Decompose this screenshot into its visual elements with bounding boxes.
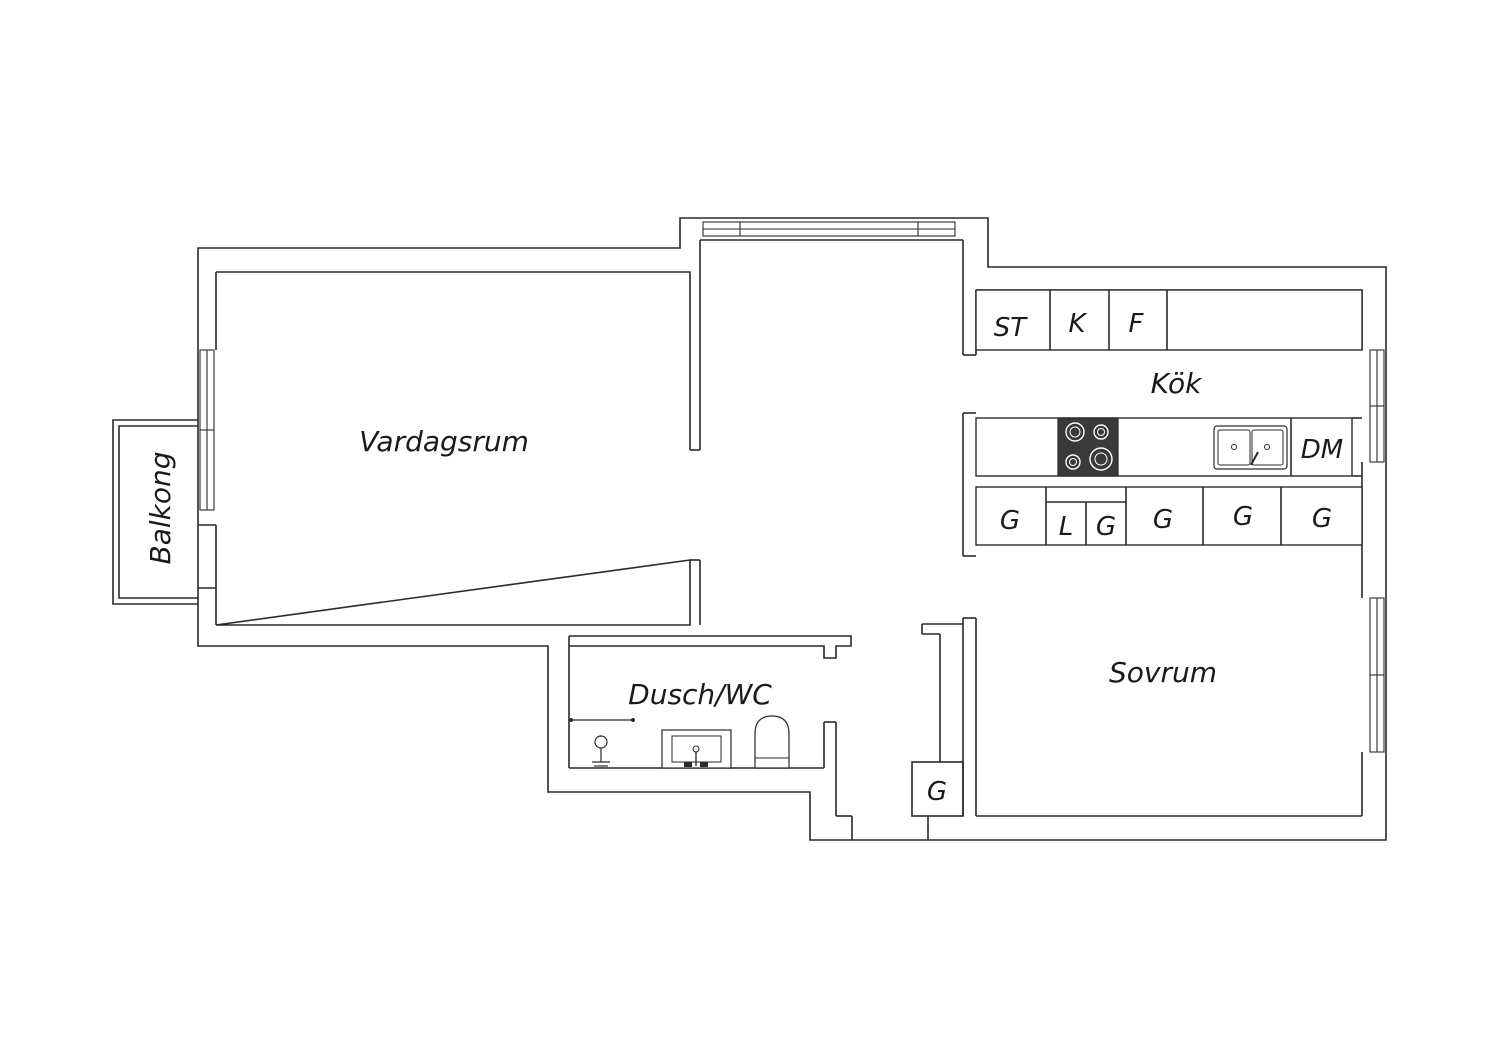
balcony: Balkong (112, 419, 216, 605)
unit-dm-label: DM (1301, 435, 1343, 465)
unit-g4-label: G (1233, 502, 1253, 532)
unit-f-label: F (1129, 309, 1145, 339)
sink-icon (1213, 425, 1288, 470)
stove-icon (1057, 417, 1119, 477)
kitchen-upper-counter: ST K F (975, 289, 1363, 351)
unit-g5-label: G (1312, 504, 1332, 534)
room-label-dusch-wc: Dusch/WC (628, 678, 772, 711)
kitchen-cabinet-row: G L G G G G (975, 486, 1363, 546)
living-room-outer-wall (197, 217, 1387, 841)
unit-g2-label: G (1096, 512, 1116, 542)
kitchen-lower-counter: DM (975, 417, 1362, 477)
balcony-label: Balkong (144, 451, 177, 564)
bathroom-fixtures (569, 715, 790, 769)
unit-l-label: L (1059, 512, 1074, 542)
washbasin-icon (661, 729, 732, 769)
toilet-icon (754, 715, 790, 769)
unit-g3-label: G (1153, 505, 1173, 535)
room-label-vardagsrum: Vardagsrum (359, 425, 529, 458)
room-label-sovrum: Sovrum (1109, 656, 1217, 689)
unit-k-label: K (1068, 309, 1087, 339)
shower-icon (569, 718, 635, 767)
living-room-inner-wall (215, 271, 691, 626)
room-label-kok: Kök (1151, 367, 1203, 400)
windows (199, 221, 1385, 753)
unit-st-label: ST (994, 313, 1029, 343)
hall-wardrobe-label: G (927, 777, 947, 807)
unit-g1-label: G (1000, 506, 1020, 536)
